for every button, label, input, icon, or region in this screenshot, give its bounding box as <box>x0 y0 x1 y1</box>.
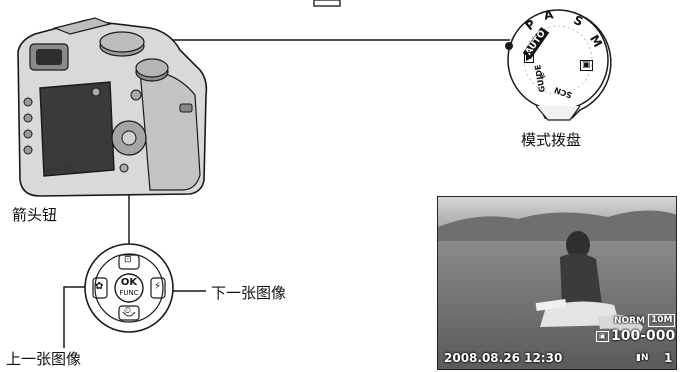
top-marker <box>313 0 341 7</box>
protect-icon: ▣ <box>596 331 609 342</box>
up-arrow-icon: ⊡ <box>124 255 132 265</box>
mode-dial-leader-line <box>149 31 510 41</box>
right-arrow-icon: ⚡ <box>154 281 162 292</box>
photo-frame-number: 1 <box>664 351 673 365</box>
mode-m: M <box>586 32 606 50</box>
left-arrow-icon: ✿ <box>95 281 104 292</box>
photo-size-badge: 10M <box>648 314 676 327</box>
playback-icon: ▶ <box>524 52 535 63</box>
photo-preview: NORM 10M ▣ 100-0001 2008.08.26 12:30 ▮N … <box>437 196 677 370</box>
prev-image-leader-line <box>63 286 92 348</box>
movie-icon: ▣ <box>580 60 593 71</box>
arrow-pad-func-text: FUNC <box>119 289 139 297</box>
photo-datetime: 2008.08.26 12:30 <box>444 351 563 365</box>
mode-dial-label: 模式拨盘 <box>521 131 582 149</box>
camera-illustration <box>17 17 208 197</box>
down-arrow-icon: ⏲ <box>124 306 132 316</box>
prev-image-label: 上一张图像 <box>6 350 82 368</box>
internal-memory-icon: ▮N <box>636 353 649 363</box>
arrow-pad-label: 箭头钮 <box>12 206 58 224</box>
photo-scene <box>438 197 676 369</box>
photo-file-number: 100-0001 <box>611 328 676 344</box>
arrow-pad-graphic <box>84 243 174 333</box>
next-image-label: 下一张图像 <box>211 284 287 302</box>
mode-p: P <box>522 16 539 34</box>
mode-dial-graphic <box>505 9 612 121</box>
mode-dial-symbols: P A S M AUTO GUIDE SCN ▶ ⚘ ▣ <box>508 7 608 118</box>
arrow-pad-ok-text: OK <box>120 277 138 288</box>
scene-portrait-icon: ⚘ <box>538 72 547 83</box>
mode-scn: SCN <box>553 85 574 100</box>
mode-s: S <box>571 12 586 30</box>
mode-a: A <box>542 7 555 23</box>
photo-quality-text: NORM <box>614 316 646 326</box>
